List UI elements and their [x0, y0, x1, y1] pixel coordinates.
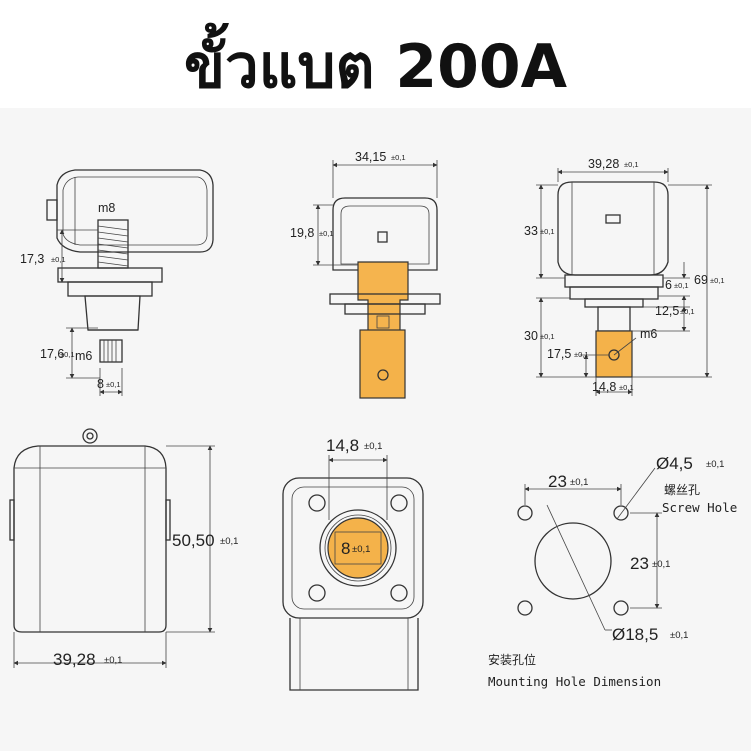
mounting-screw-hole-cn: 螺丝孔	[664, 483, 700, 497]
right-flange-label: 6	[665, 278, 672, 292]
right-terminal-width-tolerance: ±0,1	[619, 383, 634, 392]
side-width-tolerance: ±0,1	[106, 380, 121, 389]
side-height-label: 17,3	[20, 252, 44, 266]
mounting-screw-hole	[517, 600, 533, 616]
front-terminal-hole	[377, 369, 389, 381]
mounting-spacing-x-tolerance: ±0,1	[570, 477, 588, 488]
cap-height-tolerance: ±0,1	[220, 536, 238, 547]
mounting-screw-hole-en: Screw Hole	[662, 500, 737, 515]
side-height-tolerance: ±0,1	[51, 255, 66, 264]
front-height-label: 19,8	[290, 226, 314, 240]
side-view: 17,3 ±0,1 17,6 ±0,1 m8 m6 8 ±0,1	[20, 169, 214, 396]
front-width-label: 34,15	[355, 150, 386, 164]
mounting-view: 23 ±0,1 23 ±0,1 Ø4,5 ±0,1 螺丝孔 Screw Hole…	[488, 454, 737, 689]
side-width-bottom: 8	[97, 377, 104, 391]
right-lower-height-tolerance: ±0,1	[540, 332, 555, 341]
right-step-label: 12,5	[655, 304, 679, 318]
mounting-screw-hole	[613, 600, 629, 616]
side-view-lower-thread	[99, 339, 123, 363]
drawing-background	[0, 108, 751, 751]
right-flange-tolerance: ±0,1	[674, 281, 689, 290]
top-dimensions	[328, 455, 388, 520]
side-view-dimensions	[57, 229, 123, 396]
mounting-center-hole	[534, 522, 612, 600]
right-cap-height-label: 33	[524, 224, 538, 238]
top-pin-tolerance: ±0,1	[352, 544, 370, 555]
mounting-spacing-y: 23	[630, 554, 649, 573]
side-thread-top: m8	[98, 201, 115, 215]
side-lower-tolerance: ±0,1	[60, 350, 75, 359]
front-height-tolerance: ±0,1	[319, 229, 334, 238]
page-title: ขั้วแบต 200A	[184, 32, 567, 102]
cap-dimensions	[13, 445, 215, 668]
mounting-center-diameter: Ø18,5	[612, 625, 658, 644]
mounting-dimensions	[524, 467, 662, 631]
top-bore-tolerance: ±0,1	[364, 441, 382, 452]
front-width-tolerance: ±0,1	[391, 153, 406, 162]
mounting-caption-cn: 安装孔位	[488, 652, 536, 667]
top-bore	[327, 517, 389, 579]
mounting-center-diameter-tolerance: ±0,1	[670, 630, 688, 641]
right-lower-height-label: 30	[524, 329, 538, 343]
right-terminal	[595, 330, 633, 378]
side-view-stud	[97, 219, 129, 269]
mounting-screw-diameter: Ø4,5	[656, 454, 693, 473]
front-dimensions	[313, 160, 438, 266]
right-hole-offset-label: 17,5	[547, 347, 571, 361]
front-terminal	[359, 329, 406, 399]
mounting-spacing-y-tolerance: ±0,1	[652, 559, 670, 570]
mounting-spacing-x: 23	[548, 472, 567, 491]
right-step-tolerance: ±0,1	[680, 307, 695, 316]
cap-width-tolerance: ±0,1	[104, 655, 122, 666]
side-lower-label: 17,6	[40, 347, 64, 361]
mounting-screw-hole	[517, 505, 533, 521]
side-view-flange	[57, 267, 163, 331]
cap-width-label: 39,28	[53, 650, 96, 669]
top-pin-label: 8	[341, 539, 350, 558]
right-view: 39,28 ±0,1 33 ±0,1 69 ±0,1 6 ±0,1 12,5 ±…	[524, 157, 725, 396]
right-cap-height-tolerance: ±0,1	[540, 227, 555, 236]
mounting-screw-hole	[613, 505, 629, 521]
mounting-screw-diameter-tolerance: ±0,1	[706, 459, 724, 470]
front-section-view: 34,15 ±0,1 19,8 ±0,1	[290, 150, 441, 399]
right-dimensions	[536, 168, 712, 396]
right-total-height-label: 69	[694, 273, 708, 287]
side-thread-bottom: m6	[75, 349, 92, 363]
mounting-caption-en: Mounting Hole Dimension	[488, 674, 661, 689]
right-width-tolerance: ±0,1	[624, 160, 639, 169]
right-hole-offset-tolerance: ±0,1	[574, 350, 589, 359]
top-bore-label: 14,8	[326, 436, 359, 455]
right-total-height-tolerance: ±0,1	[710, 276, 725, 285]
side-view-cap	[46, 169, 214, 253]
top-view: 14,8 ±0,1 8 ±0,1	[282, 436, 424, 691]
right-width-label: 39,28	[588, 157, 619, 171]
cap-height-label: 50,50	[172, 531, 215, 550]
right-terminal-width-label: 14,8	[592, 380, 616, 394]
cap-view: 50,50 ±0,1 39,28 ±0,1	[9, 428, 238, 669]
right-hole-thread-label: m6	[640, 327, 657, 341]
